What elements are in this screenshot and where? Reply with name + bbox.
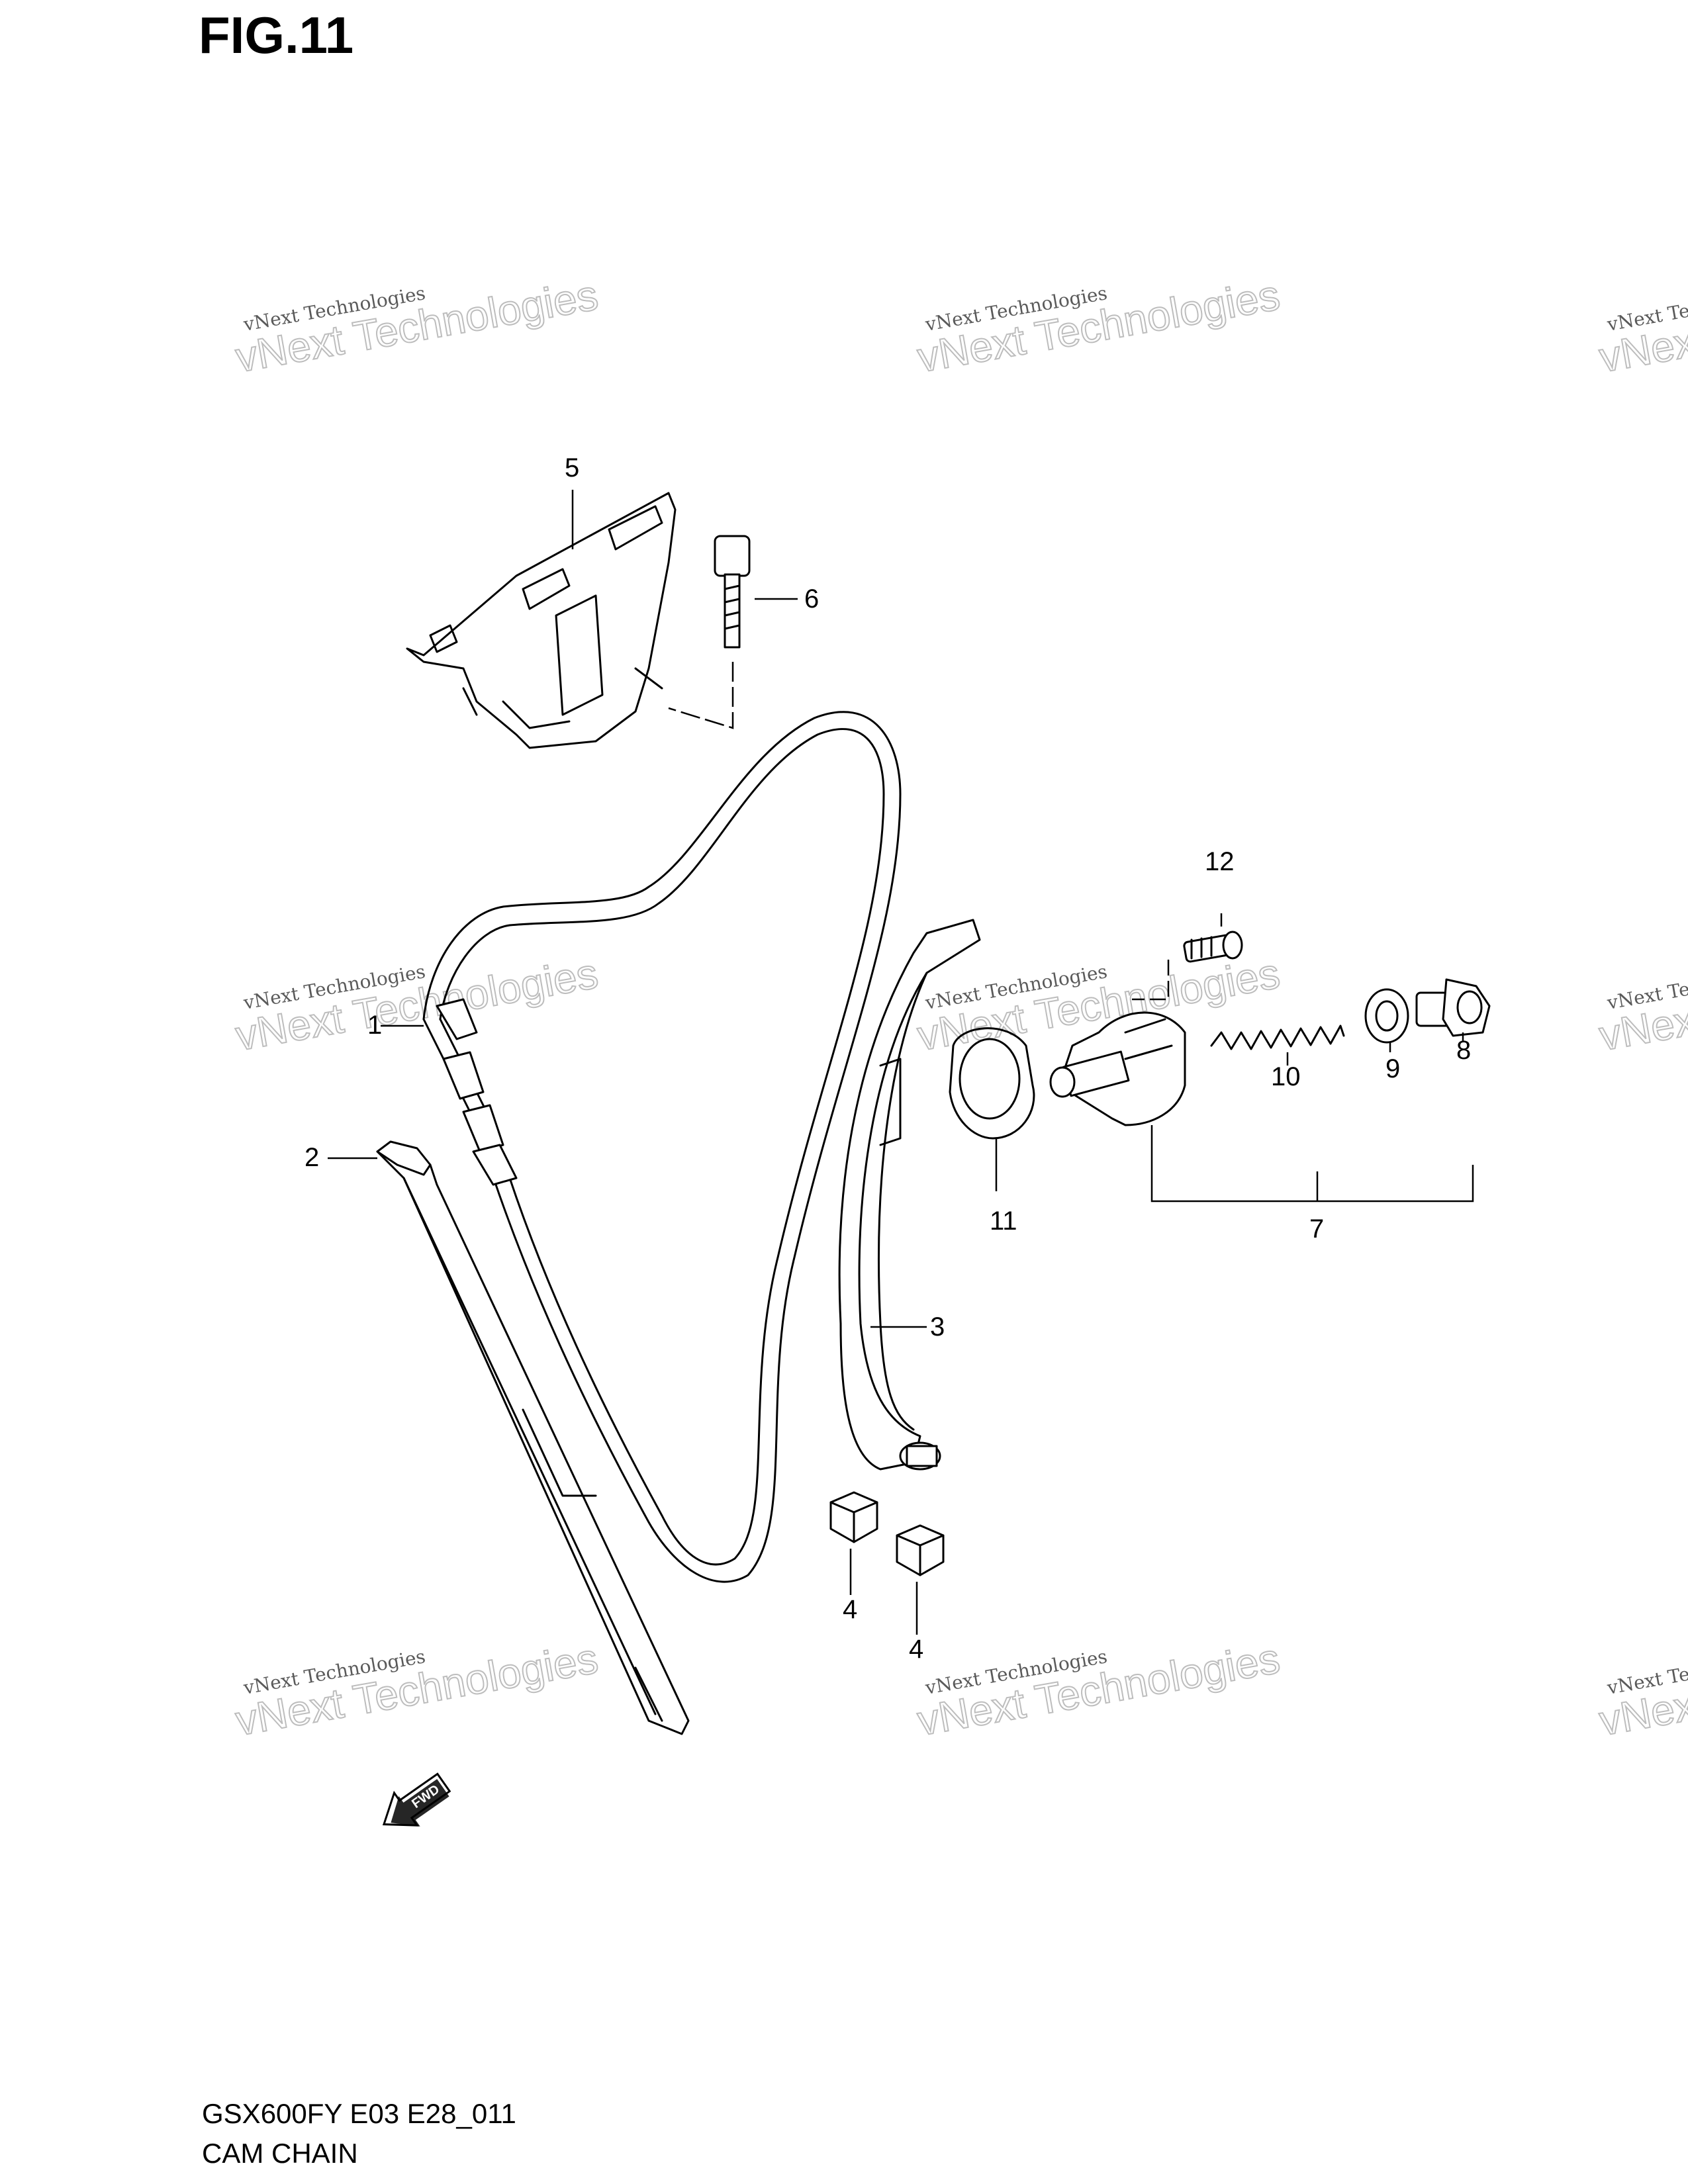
diagram-code: GSX600FY E03 E28_011 [202, 2098, 516, 2129]
callouts: 5 6 1 2 3 4 4 11 12 10 9 8 7 [305, 453, 1471, 1664]
gasket-washer [1364, 988, 1409, 1044]
callout-4a: 4 [843, 1595, 857, 1624]
watermark: vNext Technologies vNext Technologies [1595, 1633, 1688, 1745]
watermark: vNext Technologies vNext Technologies [232, 948, 602, 1060]
cushion-left [829, 1491, 878, 1543]
callout-1: 1 [367, 1011, 382, 1040]
cam-chain-tensioner-guide [838, 919, 981, 1471]
tensioner-cap-bolt [1415, 978, 1491, 1037]
forward-arrow-icon: FWD [382, 1772, 451, 1827]
tensioner-gasket [949, 1027, 1035, 1140]
callout-8: 8 [1456, 1036, 1471, 1065]
callout-4b: 4 [909, 1635, 923, 1664]
callout-10: 10 [1271, 1062, 1301, 1091]
watermark: vNext Technologies vNext Technologies [914, 270, 1284, 382]
leader-lines [328, 490, 1474, 1635]
callout-9: 9 [1385, 1054, 1400, 1083]
callout-6: 6 [804, 584, 819, 614]
watermark: vNext Technologies vNext Technologies [232, 1633, 602, 1745]
callout-3: 3 [930, 1312, 945, 1342]
callout-11: 11 [990, 1206, 1017, 1236]
watermark: vNext Technologies vNext Technologies [232, 270, 602, 382]
tensioner-spring [1210, 1024, 1345, 1050]
cam-chain-guide-front [376, 1140, 690, 1735]
callout-12: 12 [1205, 847, 1235, 876]
cushion-right [896, 1524, 945, 1576]
cam-chain [422, 711, 902, 1583]
diagram-caption: CAM CHAIN [202, 2138, 358, 2169]
watermark: vNext Technologies vNext Technologies [1595, 948, 1688, 1060]
tensioner-assy [1049, 1011, 1186, 1126]
watermark: vNext Technologies vNext Technologies [1595, 270, 1688, 382]
guide-bolt [668, 535, 751, 729]
tensioner-mount-bolt [1183, 931, 1243, 963]
callout-2: 2 [305, 1143, 319, 1172]
watermark: vNext Technologies vNext Technologies [914, 1633, 1284, 1745]
callout-7: 7 [1309, 1214, 1324, 1244]
callout-5: 5 [565, 453, 579, 482]
cam-chain-guide-top [406, 492, 677, 749]
figure-title: FIG.11 [199, 6, 354, 64]
